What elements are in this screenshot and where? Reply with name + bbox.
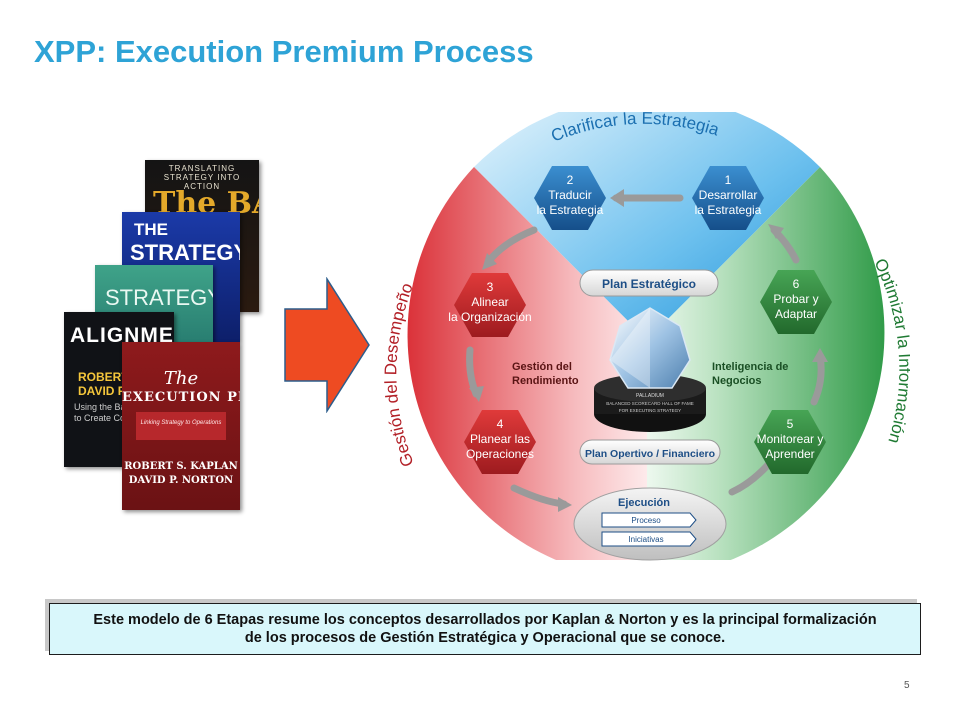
plan-estrategico-pill: Plan Estratégico [579, 269, 719, 297]
book-execution-authors: ROBERT S. KAPLAN DAVID P. NORTON [122, 460, 240, 488]
page-number: 5 [904, 680, 910, 691]
book-execution-premium: The EXECUTION PREMIUM Linking Strategy t… [122, 342, 240, 510]
ejecucion-label: Ejecución [618, 497, 670, 509]
arrowhead-4-ex [558, 497, 572, 512]
plan-operativo-pill: Plan Opertivo / Financiero [579, 439, 721, 465]
arrowhead-3-4 [469, 386, 484, 402]
crystal-star [609, 307, 691, 389]
book-alignment-subtitle-2: to Create Corpo [74, 413, 139, 423]
step-1-line2: la Estrategia [695, 203, 762, 217]
step-2-hexagon: 2 Traducir la Estrategia [534, 166, 606, 230]
plan-operativo-label: Plan Opertivo / Financiero [585, 448, 715, 460]
palladium-trophy: PALLADIUM BALANCED SCORECARD HALL OF FAM… [594, 307, 706, 432]
step-5-line2: Aprender [765, 447, 814, 461]
ejecucion-oval: Ejecución Proceso Iniciativas [573, 487, 727, 561]
step-6-hexagon: 6 Probar y Adaptar [760, 270, 832, 334]
step-6-line1: Probar y [773, 292, 818, 306]
step-3-number: 3 [487, 280, 494, 294]
step-2-line1: Traducir [548, 188, 592, 202]
gestion-rendimiento-line2: Rendimiento [512, 375, 579, 387]
trophy-line1: BALANCED SCORECARD HALL OF FAME [606, 401, 694, 406]
book-balanced-subtitle: TRANSLATING STRATEGY INTO ACTION [163, 164, 241, 191]
proceso-arrow-box [601, 512, 697, 528]
inteligencia-line2: Negocios [712, 375, 762, 387]
step-5-hexagon: 5 Monitorear y Aprender [754, 410, 826, 474]
step-1-hexagon: 1 Desarrollar la Estrategia [692, 166, 764, 230]
book-strategy-focused-the: THE [134, 220, 168, 239]
iniciativas-arrow-box [601, 531, 697, 547]
book-execution-title: EXECUTION PREMIUM [122, 390, 240, 405]
sector-green [647, 167, 885, 564]
summary-text: Este modelo de 6 Etapas resume los conce… [93, 611, 876, 647]
step-5-line1: Monitorear y [757, 432, 824, 446]
big-right-arrow [284, 277, 370, 413]
book-strategy-maps-title: STRATEGY [105, 285, 213, 310]
arrowhead-5-6 [812, 348, 828, 362]
step-1-line1: Desarrollar [699, 188, 758, 202]
arrowhead-2-3 [482, 253, 497, 270]
book-covers-collage: TRANSLATING STRATEGY INTO ACTION The BAL… [0, 0, 300, 560]
step-4-line2: Operaciones [466, 447, 534, 461]
book-execution-author-2: DAVID P. NORTON [128, 475, 234, 486]
page-title: XPP: Execution Premium Process [34, 34, 534, 69]
book-execution-subtitle: Linking Strategy to Operations [140, 420, 222, 426]
step-4-hexagon: 4 Planear las Operaciones [464, 410, 536, 474]
inteligencia-line1: Inteligencia de [712, 361, 788, 373]
sector-red [407, 167, 647, 564]
step-5-number: 5 [787, 417, 794, 431]
proceso-label: Proceso [631, 516, 661, 525]
book-alignment-author-2: DAVID P. [78, 384, 128, 398]
trophy-brand: PALLADIUM [636, 393, 664, 399]
gestion-rendimiento-line1: Gestión del [512, 361, 572, 373]
book-alignment-title: ALIGNMENT [70, 324, 174, 347]
step-3-line1: Alinear [471, 295, 508, 309]
arrowhead-6-1 [768, 224, 784, 239]
arrowhead-1-2 [610, 189, 624, 207]
step-4-number: 4 [497, 417, 504, 431]
book-execution-author-1: ROBERT S. KAPLAN [124, 461, 238, 472]
book-alignment-subtitle-1: Using the Balanc [74, 402, 143, 412]
plan-estrategico-label: Plan Estratégico [602, 277, 696, 291]
book-strategy-focused-title: STRATEGY- [130, 240, 240, 265]
iniciativas-label: Iniciativas [628, 535, 663, 544]
step-2-number: 2 [567, 173, 574, 187]
step-2-line2: la Estrategia [537, 203, 604, 217]
book-execution-band [136, 412, 226, 440]
step-6-number: 6 [793, 277, 800, 291]
step-6-line2: Adaptar [775, 307, 817, 321]
step-3-line2: la Organización [448, 310, 531, 324]
step-3-hexagon: 3 Alinear la Organización [448, 273, 532, 337]
book-execution-the: The [163, 368, 199, 389]
summary-box: Este modelo de 6 Etapas resume los conce… [49, 603, 921, 655]
summary-line-2: de los procesos de Gestión Estratégica y… [244, 630, 726, 646]
summary-line-1: Este modelo de 6 Etapas resume los conce… [93, 612, 877, 628]
xpp-cycle-diagram: Clarificar la Estrategia Gestión del Des… [384, 112, 910, 564]
step-1-number: 1 [725, 173, 732, 187]
step-4-line1: Planear las [470, 432, 530, 446]
trophy-line2: FOR EXECUTING STRATEGY [619, 408, 681, 413]
